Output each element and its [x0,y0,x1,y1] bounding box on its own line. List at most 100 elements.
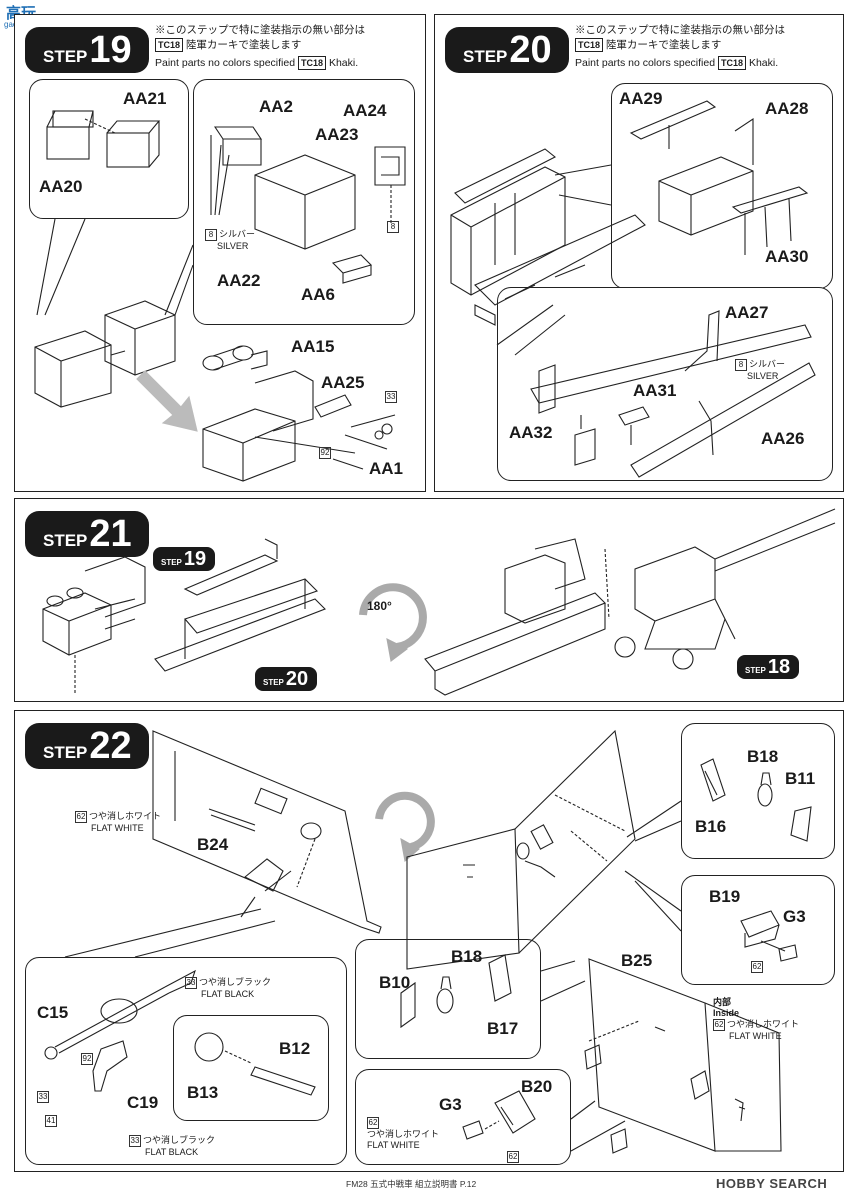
paint-en: FLAT BLACK [145,1147,199,1157]
step-number: 19 [183,548,207,570]
step22-badge: STEP 22 [25,723,149,769]
step21-panel: STEP 21 STEP 19 STEP 20 STEP 18 [14,498,844,702]
paint-code-badge: TC18 [298,56,327,70]
step-number: 19 [89,29,132,71]
paint-jp: つや消しホワイト [89,811,162,821]
part-label-B24: B24 [197,835,229,854]
paint-code-badge: TC18 [155,38,184,52]
note-en-suffix: Khaki. [328,57,359,69]
part-label-G3: G3 [439,1095,462,1114]
step-number: 20 [285,668,309,690]
paint-number: 8 [735,359,747,371]
paint-en: FLAT WHITE [729,1031,782,1041]
paint-jp: シルバー [219,229,256,239]
paint-number: 33 [385,391,397,403]
paint-ref-92: 92 [319,447,333,459]
paint-number: 8 [387,221,399,233]
step21-badge: STEP 21 [25,511,149,557]
note-jp-line2: 陸軍カーキで塗装します [185,39,302,51]
paint-code-badge: TC18 [718,56,747,70]
part-label-B16: B16 [695,817,727,836]
paint-number: 92 [81,1053,93,1065]
step19-paint-note: ※このステップで特に塗装指示の無い部分は TC18 陸軍カーキで塗装します Pa… [155,23,421,71]
part-label-B17: B17 [487,1019,519,1038]
paint-en: FLAT BLACK [201,989,255,999]
paint-en: FLAT WHITE [91,823,144,833]
part-label-AA21: AA21 [123,89,167,108]
paint-ref-33: 33 [37,1091,51,1103]
part-label-C19: C19 [127,1093,159,1112]
paint-ref-62: 62 [751,961,765,973]
paint-ref-33: 33 [385,391,399,403]
note-en-suffix: Khaki. [748,57,779,69]
part-label-AA6: AA6 [301,285,336,304]
step-number: 21 [89,513,132,555]
step-number: 20 [509,29,552,71]
part-label-AA29: AA29 [619,89,663,108]
paint-number: 92 [319,447,331,459]
step22-panel: STEP 22 [14,710,844,1172]
step19-illustration [34,110,406,482]
step20-panel: STEP 20 ※このステップで特に塗装指示の無い部分は TC18 陸軍カーキで… [434,14,844,492]
paint-number: 33 [37,1091,49,1103]
paint-number: 8 [205,229,217,241]
step-word: STEP [43,47,88,66]
note-en-prefix: Paint parts no colors specified [155,57,296,69]
step21-ref-step20: STEP 20 [255,667,317,691]
part-label-AA30: AA30 [765,247,809,266]
step22-bubble-b20 [355,1069,571,1165]
part-label-B18: B18 [747,747,779,766]
inside-jp: 内部 [713,997,732,1007]
paint-instruction-flat-white: 62 つや消しホワイト FLAT WHITE [367,1117,439,1151]
paint-ref-62: 62 [507,1151,521,1163]
part-label-C15: C15 [37,1003,69,1022]
part-label-B20: B20 [521,1077,553,1096]
part-label-B25: B25 [621,951,653,970]
paint-number: 62 [507,1151,519,1163]
paint-jp: シルバー [749,359,786,369]
part-label-AA24: AA24 [343,101,387,120]
inside-en: Inside [713,1008,740,1018]
part-label-AA26: AA26 [761,429,805,448]
part-label-AA31: AA31 [633,381,677,400]
step-word: STEP [161,558,182,567]
paint-number: 62 [713,1019,725,1031]
paint-number: 33 [129,1135,141,1147]
part-label-AA27: AA27 [725,303,769,322]
step-word: STEP [745,666,766,675]
rotate-180-label: 180° [367,599,392,613]
step22-bubble-b12 [173,1015,329,1121]
brand-watermark: HOBBY SEARCH [716,1176,828,1191]
part-label-AA15: AA15 [291,337,335,356]
step21-illustration [42,508,836,696]
part-label-AA32: AA32 [509,423,553,442]
note-jp-line2: 陸軍カーキで塗装します [605,39,722,51]
step19-detail-bubble-right [193,79,415,325]
part-label-B13: B13 [187,1083,219,1102]
note-jp-line1: ※このステップで特に塗装指示の無い部分は [155,24,365,36]
part-label-AA1: AA1 [369,459,404,478]
part-label-B12: B12 [279,1039,311,1058]
step22-bubble-b19 [681,875,835,985]
step19-detail-bubble-left [29,79,189,219]
step-number: 22 [89,725,132,767]
paint-en: SILVER [217,241,249,251]
part-label-G3: G3 [783,907,806,926]
step20-paint-note: ※このステップで特に塗装指示の無い部分は TC18 陸軍カーキで塗装します Pa… [575,23,841,71]
paint-number: 41 [45,1115,57,1127]
paint-jp: つや消しホワイト [727,1019,800,1029]
part-label-B19: B19 [709,887,741,906]
step20-illustration [450,100,816,478]
page-footer: FM28 五式中戦車 組立説明書 P.12 [346,1179,477,1189]
note-jp-line1: ※このステップで特に塗装指示の無い部分は [575,24,785,36]
part-label-B11: B11 [785,769,816,788]
step21-ref-step19: STEP 19 [153,547,215,571]
paint-number: 33 [185,977,197,989]
step19-badge: STEP 19 [25,27,149,73]
part-label-B18: B18 [451,947,483,966]
part-label-AA20: AA20 [39,177,83,196]
